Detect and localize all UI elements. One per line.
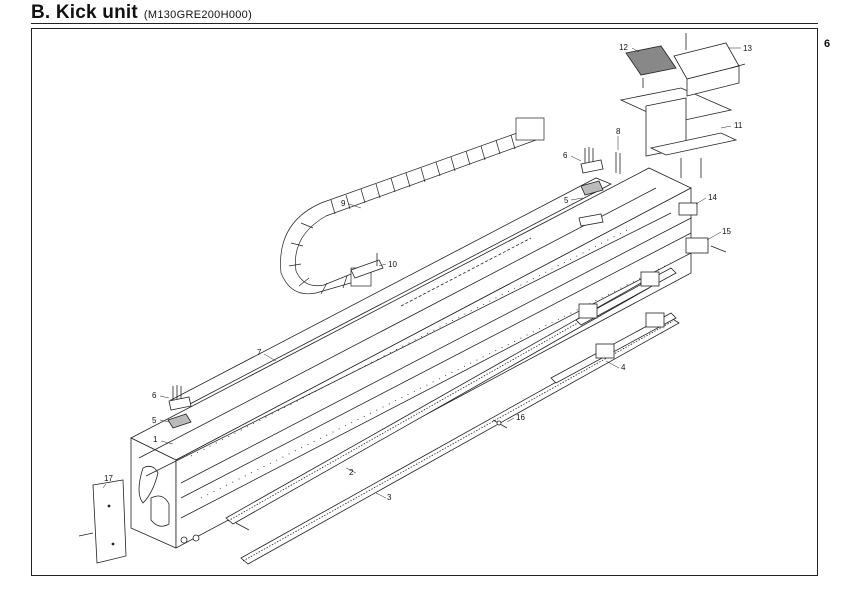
callout-10: 10 xyxy=(388,260,397,269)
part-14-block xyxy=(678,202,698,216)
callout-8: 8 xyxy=(616,127,621,136)
callout-3: 3 xyxy=(387,493,392,502)
callout-12: 12 xyxy=(619,43,628,52)
part-17-end-plate xyxy=(78,479,127,564)
header-rule xyxy=(31,23,818,24)
part-6-bolts-left xyxy=(168,385,192,411)
callout-11: 11 xyxy=(734,121,743,130)
part-5-pad-left xyxy=(167,413,192,429)
callout-15: 15 xyxy=(722,227,731,236)
callout-16: 16 xyxy=(516,413,525,422)
part-4-linear-guide xyxy=(550,267,677,384)
end-fittings xyxy=(180,522,250,544)
part-12-pcb xyxy=(625,45,677,88)
callout-17: 17 xyxy=(104,474,113,483)
part-11-bracket xyxy=(619,87,738,178)
leader-lines xyxy=(102,47,741,499)
callout-13: 13 xyxy=(743,44,752,53)
callout-1: 1 xyxy=(153,435,158,444)
part-8-bolt xyxy=(615,152,621,174)
page-title: B. Kick unit xyxy=(31,2,138,23)
chain-links xyxy=(288,134,516,295)
callout-6-right: 6 xyxy=(563,151,568,160)
part-13-valve-block xyxy=(673,33,746,97)
model-code: (M130GRE200H000) xyxy=(143,9,253,21)
part-16-pin xyxy=(492,419,508,429)
callout-6-left: 6 xyxy=(152,391,157,400)
page-number: 6 xyxy=(824,38,831,50)
callout-4: 4 xyxy=(621,363,626,372)
part-6-bolts-right xyxy=(580,147,604,174)
page-header: B. Kick unit (M130GRE200H000) xyxy=(31,2,253,23)
exploded-view-diagram: 1 2 3 4 5 5 6 6 7 8 9 10 11 12 13 14 15 … xyxy=(78,33,752,565)
callout-9: 9 xyxy=(341,199,346,208)
part-5-pad-right xyxy=(578,180,604,227)
callout-2: 2 xyxy=(349,468,354,477)
callout-7: 7 xyxy=(257,348,262,357)
part-3-rack xyxy=(240,317,680,565)
callout-labels: 1 2 3 4 5 5 6 6 7 8 9 10 11 12 13 14 15 … xyxy=(104,43,752,502)
part-15-sensor xyxy=(685,237,727,254)
callout-5-right: 5 xyxy=(564,196,569,205)
part-10-chain-bracket xyxy=(350,253,384,279)
part-1-main-frame xyxy=(130,167,692,549)
callout-14: 14 xyxy=(708,193,717,202)
callout-5-left: 5 xyxy=(152,416,157,425)
diagram-frame xyxy=(31,28,818,576)
